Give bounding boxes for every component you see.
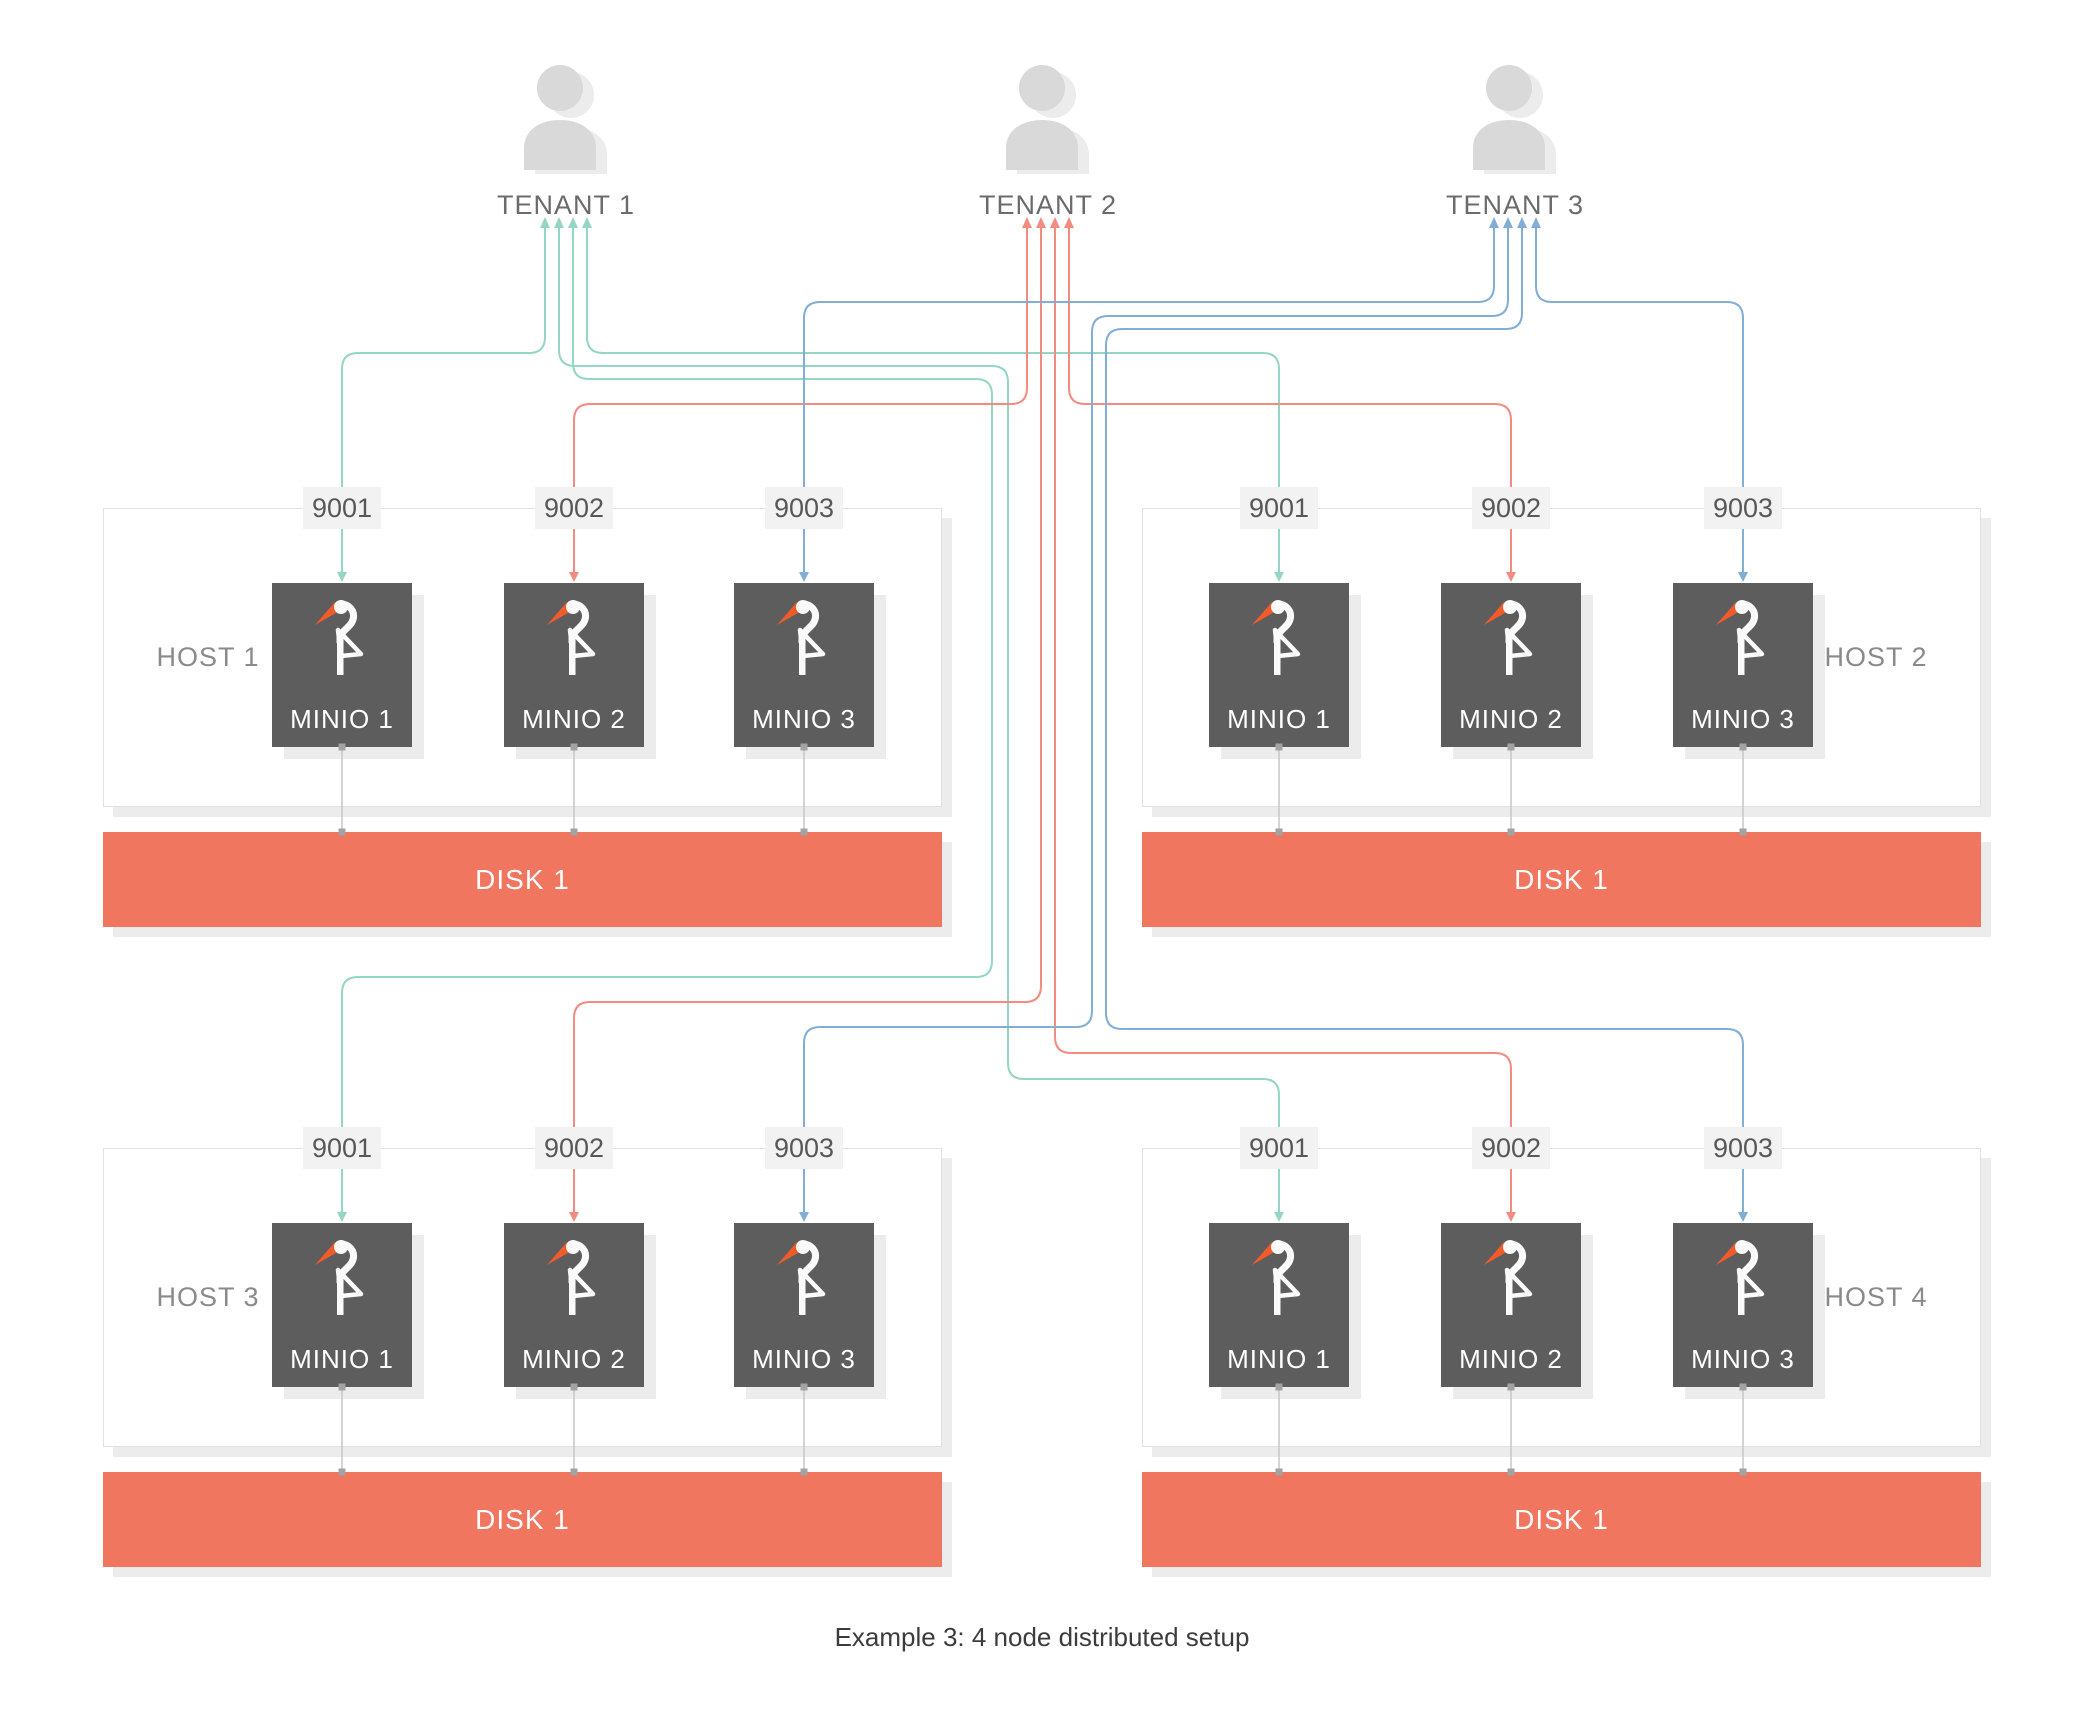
minio-node: MINIO 2: [504, 1223, 644, 1387]
minio-node-label: MINIO 3: [1691, 1344, 1795, 1374]
port-badge: 9003: [1704, 1127, 1782, 1169]
tenant-label-2: TENANT 2: [978, 190, 1118, 220]
port-badge: 9003: [765, 1127, 843, 1169]
person-icon: [1473, 65, 1556, 177]
minio-node-label: MINIO 1: [290, 704, 394, 734]
port-badge: 9001: [303, 487, 381, 529]
tenant-route-line: [586, 228, 1280, 487]
minio-node-label: MINIO 3: [752, 704, 856, 734]
minio-node-label: MINIO 1: [290, 1344, 394, 1374]
minio-node-label: MINIO 3: [1691, 704, 1795, 734]
minio-stork-icon: [1484, 600, 1533, 675]
minio-stork-icon: [1716, 600, 1765, 675]
tenant-label-1: TENANT 1: [496, 190, 636, 220]
minio-stork-icon: [315, 1240, 364, 1315]
tenant-route-line: [341, 228, 546, 487]
tenant-icon-3: [1471, 64, 1567, 179]
port-badge: 9001: [1240, 1127, 1318, 1169]
minio-stork-icon: [1484, 1240, 1533, 1315]
diagram-caption: Example 3: 4 node distributed setup: [834, 1622, 1250, 1652]
tenant-route-line: [1068, 228, 1512, 487]
minio-node: MINIO 1: [272, 583, 412, 747]
minio-node: MINIO 2: [1441, 583, 1581, 747]
tenant-icon-2: [1004, 64, 1100, 179]
minio-node-label: MINIO 2: [1459, 704, 1563, 734]
tenant-icon-1: [522, 64, 618, 179]
disk-bar: DISK 1: [1142, 832, 1981, 927]
minio-node: MINIO 2: [1441, 1223, 1581, 1387]
port-badge: 9001: [1240, 487, 1318, 529]
host-label-4: HOST 4: [1824, 1281, 1928, 1312]
person-icon: [524, 65, 607, 177]
host-label-1: HOST 1: [156, 641, 260, 672]
port-badge: 9002: [535, 1127, 613, 1169]
port-badge: 9002: [535, 487, 613, 529]
minio-node: MINIO 3: [734, 583, 874, 747]
minio-stork-icon: [777, 1240, 826, 1315]
host-label-2: HOST 2: [1824, 641, 1928, 672]
port-badge: 9003: [1704, 487, 1782, 529]
port-badge: 9001: [303, 1127, 381, 1169]
disk-bar: DISK 1: [1142, 1472, 1981, 1567]
port-badge: 9002: [1472, 487, 1550, 529]
minio-node: MINIO 3: [734, 1223, 874, 1387]
tenant-route-line: [803, 228, 1495, 487]
minio-node: MINIO 2: [504, 583, 644, 747]
port-badge: 9003: [765, 487, 843, 529]
minio-node-label: MINIO 3: [752, 1344, 856, 1374]
minio-stork-icon: [777, 600, 826, 675]
minio-node: MINIO 3: [1673, 583, 1813, 747]
tenant-route-line: [573, 228, 1028, 487]
person-icon: [1006, 65, 1089, 177]
minio-stork-icon: [1716, 1240, 1765, 1315]
minio-node: MINIO 1: [1209, 1223, 1349, 1387]
minio-node-label: MINIO 2: [522, 704, 626, 734]
minio-node-label: MINIO 2: [1459, 1344, 1563, 1374]
minio-stork-icon: [1252, 1240, 1301, 1315]
minio-node: MINIO 1: [1209, 583, 1349, 747]
port-badge: 9002: [1472, 1127, 1550, 1169]
minio-stork-icon: [315, 600, 364, 675]
minio-node: MINIO 3: [1673, 1223, 1813, 1387]
minio-node-label: MINIO 1: [1227, 1344, 1331, 1374]
minio-node-label: MINIO 2: [522, 1344, 626, 1374]
tenant-route-line: [1535, 228, 1744, 487]
minio-stork-icon: [1252, 600, 1301, 675]
minio-stork-icon: [547, 600, 596, 675]
host-label-3: HOST 3: [156, 1281, 260, 1312]
disk-bar: DISK 1: [103, 1472, 942, 1567]
minio-node: MINIO 1: [272, 1223, 412, 1387]
minio-stork-icon: [547, 1240, 596, 1315]
tenant-label-3: TENANT 3: [1445, 190, 1585, 220]
minio-node-label: MINIO 1: [1227, 704, 1331, 734]
disk-bar: DISK 1: [103, 832, 942, 927]
